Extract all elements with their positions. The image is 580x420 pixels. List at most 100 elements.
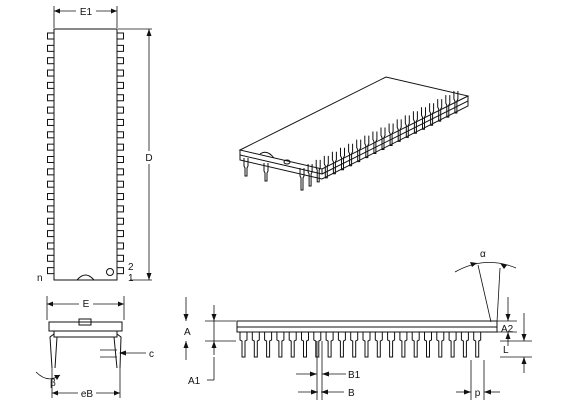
top-view-pin <box>116 106 124 114</box>
iso-pin <box>412 111 418 134</box>
side-view-pin <box>448 332 457 358</box>
iso-pin <box>388 123 394 146</box>
iso-pin <box>323 155 329 179</box>
top-view-pin <box>47 217 55 225</box>
a2-lower-arrowhead <box>505 332 511 339</box>
iso-pin1-dot <box>283 159 291 165</box>
alpha-arrowheads <box>470 262 507 269</box>
iso-pin <box>331 151 337 175</box>
top-view-pin <box>116 94 124 102</box>
b-label: B <box>348 388 355 399</box>
side-view-pin <box>473 332 482 358</box>
top-view-pin <box>47 242 55 250</box>
side-view-pin <box>239 332 248 358</box>
eb-label: eB <box>81 389 94 400</box>
top-view-body <box>53 28 118 281</box>
side-view-pin <box>276 332 285 358</box>
l-label: L <box>503 345 509 356</box>
end-view-right-lead <box>113 333 122 369</box>
pin1-notch <box>76 274 95 281</box>
iso-pin <box>243 158 249 177</box>
iso-pin <box>421 107 426 130</box>
iso-pin <box>356 139 362 163</box>
top-view-pin <box>116 267 124 275</box>
e1-label-bg <box>76 4 96 17</box>
iso-notch <box>259 151 275 159</box>
beta-arrowhead <box>54 375 60 380</box>
side-view-pin <box>251 332 260 358</box>
a-arrowheads <box>211 314 217 348</box>
b-right-arrowhead <box>321 389 328 395</box>
side-view-pin <box>264 332 273 358</box>
pin-2-label: 2 <box>128 262 134 273</box>
top-view-right-pins <box>116 32 124 275</box>
top-view-pin <box>116 242 124 250</box>
side-view-pin <box>350 332 359 358</box>
end-view-lower-body <box>53 330 118 338</box>
top-view-left-pins <box>47 32 55 275</box>
top-view-pin <box>47 230 55 238</box>
side-view-pin <box>424 332 432 358</box>
pin-n-label: n <box>37 273 43 284</box>
top-view-pin <box>47 180 55 188</box>
end-view-left-lead <box>49 333 58 369</box>
l-upper-arrowhead <box>521 334 527 341</box>
top-view-pin <box>116 131 124 139</box>
p-right-arrowhead <box>484 389 491 395</box>
e-label-bg <box>79 297 93 310</box>
top-view-pin <box>116 254 124 262</box>
d-label-bg <box>142 151 156 164</box>
d-label: D <box>145 153 152 164</box>
b1-left-arrowhead <box>310 371 317 377</box>
iso-pin <box>315 159 321 183</box>
side-view-pin <box>374 332 383 358</box>
iso-pin <box>453 91 459 114</box>
isometric-view <box>238 76 470 191</box>
iso-pin <box>340 147 345 171</box>
l-lower-arrowhead <box>521 357 527 364</box>
iso-pin <box>445 95 451 118</box>
top-view-pin <box>47 267 55 275</box>
a1-lower-arrowhead <box>183 341 189 348</box>
top-view-pin <box>47 156 55 163</box>
e-label: E <box>83 299 90 310</box>
a1-upper-arrowhead <box>183 314 189 321</box>
iso-pin <box>263 163 269 182</box>
pin1-dot <box>106 268 114 276</box>
p-left-arrowhead <box>464 389 471 395</box>
top-view-pin <box>116 193 124 201</box>
top-view-pin <box>116 44 124 52</box>
beta-label: β <box>50 378 56 389</box>
top-view-pin <box>116 217 124 225</box>
top-view-pin <box>47 32 55 40</box>
iso-pin <box>380 127 386 150</box>
top-view-pin <box>116 168 124 176</box>
side-view-pin <box>288 332 297 358</box>
top-view-pin <box>47 69 55 77</box>
a-label: A <box>184 327 191 338</box>
iso-lower-body <box>239 101 469 180</box>
top-view-pin <box>47 106 55 114</box>
pin-1-label: 1 <box>128 273 134 284</box>
iso-pin <box>404 115 410 138</box>
side-view-pin <box>337 332 346 358</box>
top-view-pin <box>116 32 124 40</box>
iso-pin <box>372 131 378 155</box>
top-view: E1 D n 2 1 <box>37 4 156 284</box>
iso-pin <box>307 163 313 187</box>
alpha-line-2 <box>496 267 501 323</box>
alpha-line-1 <box>477 264 492 323</box>
side-view-pin <box>325 332 334 358</box>
top-view-pin <box>116 230 124 238</box>
b-left-arrowhead <box>311 389 318 395</box>
side-view-pin <box>460 332 469 358</box>
top-view-pin <box>47 205 55 213</box>
side-view-pin <box>301 332 309 358</box>
end-view-notch <box>78 318 92 326</box>
top-view-pin <box>116 118 124 126</box>
iso-pins <box>243 91 459 191</box>
alpha-arc <box>454 261 517 273</box>
b1-label: B1 <box>348 370 361 381</box>
top-view-pin <box>47 118 55 126</box>
side-view-pin <box>411 332 420 358</box>
